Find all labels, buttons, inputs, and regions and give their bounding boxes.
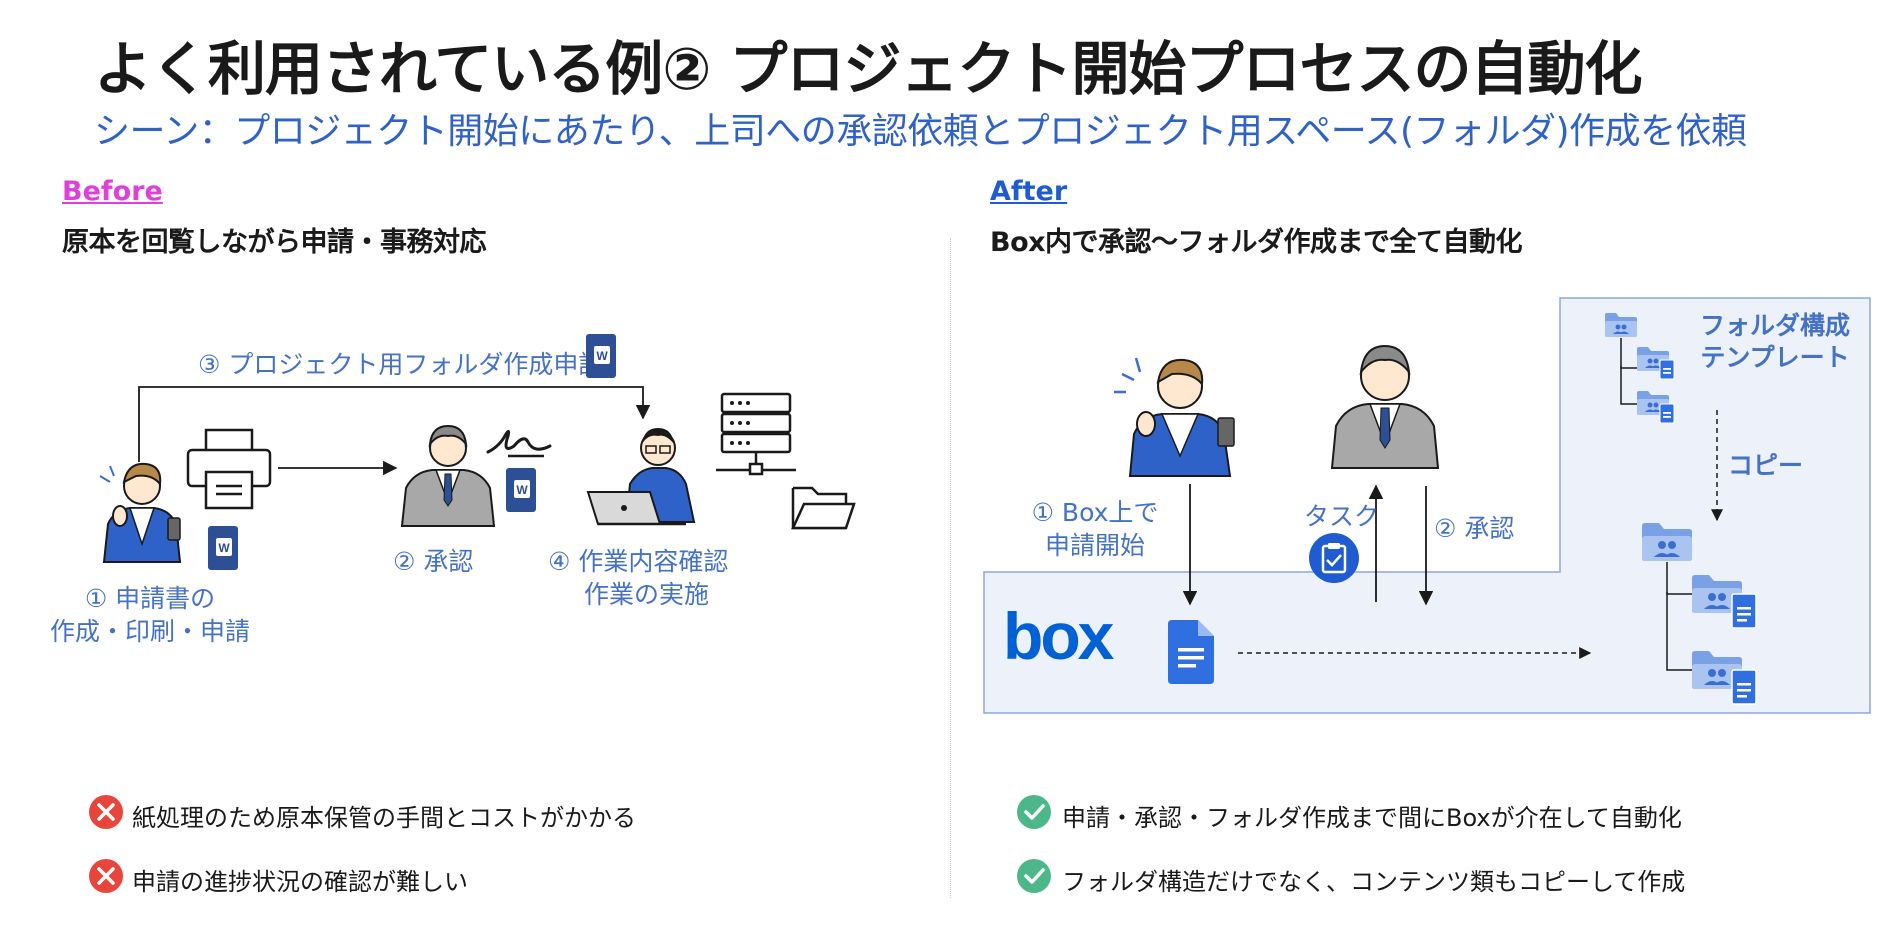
approver-person-icon: [400, 424, 496, 527]
cross-icon: [89, 859, 123, 893]
issue-item: 申請の進捗状況の確認が難しい: [132, 868, 468, 896]
box-logo: box: [1003, 599, 1114, 673]
after-step1-line2: 申請開始: [1044, 531, 1145, 560]
shared-folder-icon: [1692, 575, 1757, 629]
after-heading: Box内で承認〜フォルダ作成まで全て自動化: [990, 227, 1523, 258]
shared-folder-icon: [1605, 313, 1637, 337]
before-heading: 原本を回覧しながら申請・事務対応: [62, 227, 487, 258]
page-subtitle: シーン：プロジェクト開始にあたり、上司への承認依頼とプロジェクト用スペース(フォ…: [94, 111, 1747, 152]
check-icon: [1017, 859, 1051, 893]
before-step1: ① 申請書の 作成・印刷・申請: [50, 582, 250, 648]
after-applicant-person-icon: [1114, 357, 1235, 477]
signature-icon: [486, 429, 552, 458]
after-step2: ② 承認: [1434, 514, 1515, 543]
before-step4: ④ 作業内容確認 作業の実施: [548, 545, 728, 611]
before-step1-line2: 作成・印刷・申請: [50, 617, 251, 646]
section-divider: [950, 238, 951, 898]
svg-text:W: W: [516, 483, 528, 497]
word-doc-icon: W: [586, 334, 616, 378]
server-icon: [716, 392, 796, 476]
cross-icon: [89, 795, 123, 829]
template-label: フォルダ構成 テンプレート: [1690, 310, 1860, 374]
after-step1: ① Box上で 申請開始: [1010, 496, 1180, 562]
printer-icon: [186, 428, 272, 510]
after-task-label: タスク: [1304, 502, 1380, 531]
svg-text:W: W: [218, 541, 230, 555]
after-step1-line1: ① Box上で: [1031, 498, 1159, 527]
svg-text:W: W: [596, 349, 608, 363]
shared-folder-icon: [1637, 391, 1675, 424]
before-step1-line1: ① 申請書の: [84, 584, 216, 613]
check-icon: [1017, 795, 1051, 829]
shared-folder-icon: [1692, 651, 1757, 705]
before-step2: ② 承認: [393, 547, 474, 576]
folder-icon: [791, 486, 856, 530]
page-title: よく利用されている例② プロジェクト開始プロセスの自動化: [94, 35, 1643, 103]
task-clipboard-icon: [1309, 533, 1359, 583]
before-label: Before: [62, 176, 163, 207]
worker-person-icon: [586, 428, 696, 526]
template-label-line1: フォルダ構成: [1699, 311, 1850, 340]
after-label: After: [990, 176, 1068, 207]
copy-label: コピー: [1728, 451, 1804, 480]
before-step3: ③ プロジェクト用フォルダ作成申請: [198, 350, 604, 379]
applicant-person-icon: [99, 462, 182, 563]
shared-folder-icon: [1637, 347, 1675, 380]
benefit-item: フォルダ構造だけでなく、コンテンツ類もコピーして作成: [1062, 868, 1686, 896]
template-label-line2: テンプレート: [1700, 343, 1850, 372]
after-approver-person-icon: [1330, 344, 1440, 469]
issue-item: 紙処理のため原本保管の手間とコストがかかる: [132, 804, 636, 832]
word-doc-icon: W: [208, 526, 238, 570]
word-doc-icon: W: [506, 468, 536, 512]
before-step4-line1: ④ 作業内容確認: [548, 547, 729, 576]
before-step4-line2: 作業の実施: [584, 580, 710, 609]
benefit-item: 申請・承認・フォルダ作成まで間にBoxが介在して自動化: [1062, 804, 1682, 832]
shared-folder-icon: [1642, 523, 1692, 561]
google-doc-icon: [1168, 620, 1214, 684]
